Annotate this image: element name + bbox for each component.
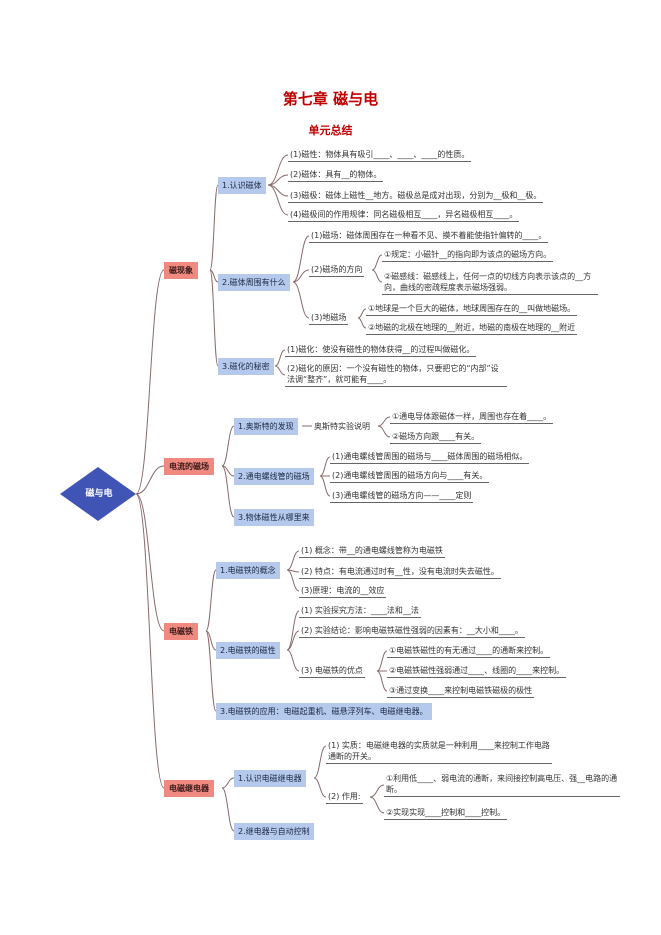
text-field-direction-current: ②磁场方向跟____有关。	[390, 430, 482, 444]
topic-relay-automatic-control: 2.继电器与自动控制	[234, 823, 314, 840]
topic-solenoid-field: 2.通电螺线管的磁场	[234, 468, 314, 485]
label-relay-function: (2) 作用:	[326, 790, 363, 804]
text-solenoid-direction: (2)通电螺线管周围的磁场方向与____有关。	[330, 469, 490, 483]
text-adv-strength: ②电磁铁磁性强弱通过____、线圈的____来控制。	[387, 664, 567, 678]
text-geomagnetic-poles: ②地磁的北极在地理的__附近，地磁的南极在地理的__附近	[366, 321, 578, 335]
label-em-advantages: (3) 电磁铁的优点	[299, 664, 365, 678]
text-magnetization-def: (1)磁化：使没有磁性的物体获得__的过程叫做磁化。	[285, 343, 477, 357]
text-current-field: ①通电导体跟磁体一样，周围也存在着____。	[390, 410, 554, 424]
branch-electromagnet: 电磁铁	[164, 623, 198, 640]
text-solenoid-similar: (1)通电螺线管周围的磁场与____磁体周围的磁场相似。	[330, 450, 530, 464]
text-em-principle: (3)原理：电流的__效应	[299, 584, 387, 598]
text-experiment-conclusion: (2) 实验结论：影响电磁铁磁性强弱的因素有：__大小和____。	[299, 624, 525, 638]
text-magnet-def: (2)磁体：具有__的物体。	[288, 168, 384, 182]
text-pole-interaction: (4)磁极间的作用规律：同名磁极相互____，异名磁极相互____。	[288, 208, 520, 222]
text-em-concept: (1) 概念：带__的通电螺线管称为电磁铁	[299, 544, 445, 558]
text-relay-essence: (1) 实质：电磁继电器的实质就是一种利用____来控制工作电路通断的开关。	[326, 739, 552, 764]
branch-relay: 电磁继电器	[164, 780, 214, 797]
topic-around-magnets: 2.磁体周围有什么	[218, 274, 290, 291]
topic-know-relay: 1.认识电磁继电器	[234, 770, 306, 787]
label-geomagnetic-field: (3)地磁场	[309, 311, 349, 325]
text-em-feature: (2) 特点：有电流通过时有__性，没有电流时失去磁性。	[299, 565, 501, 579]
text-magnetic-field: (1)磁场：磁体周围存在一种看不见、摸不着能使指针偏转的____。	[309, 229, 549, 243]
text-right-hand-rule: (3)通电螺线管的磁场方向——____定则	[330, 489, 474, 503]
text-magnetic-poles: (3)磁极：磁体上磁性__地方。磁极总是成对出现，分别为__极和__极。	[288, 189, 544, 203]
text-earth-magnet: ①地球是一个巨大的磁体，地球周围存在的__叫做地磁场。	[366, 302, 578, 316]
topic-source-of-magnetism: 3.物体磁性从哪里来	[234, 509, 314, 526]
label-field-direction: (2)磁场的方向	[309, 263, 365, 277]
text-experiment-method: (1) 实验探究方法：____法和__法	[299, 604, 421, 618]
text-direction-rule: ①规定：小磁针__的指向即为该点的磁场方向。	[382, 248, 554, 262]
text-relay-function-1: ①利用低____、弱电流的通断，来间接控制高电压、强__电路的通断。	[384, 772, 620, 797]
page-subtitle: 单元总结	[308, 124, 353, 137]
topic-oersted: 1.奥斯特的发现	[234, 418, 298, 435]
root-node-label: 磁与电	[85, 489, 113, 499]
text-magnetization-cause: (2)磁化的原因：一个没有磁性的物体，只要把它的“内部”设法调“整齐”，就可能有…	[285, 362, 507, 387]
root-diamond	[60, 467, 136, 521]
topic-em-applications: 3.电磁铁的应用：电磁起重机、磁悬浮列车、电磁继电器。	[216, 703, 432, 720]
topic-know-magnets: 1.认识磁体	[218, 177, 266, 194]
page-title: 第七章 磁与电	[282, 90, 379, 108]
text-relay-function-2: ②实现实现____控制和____控制。	[384, 806, 508, 820]
branch-current-field: 电流的磁场	[164, 458, 214, 475]
topic-em-magnetism: 2.电磁铁的磁性	[216, 642, 280, 659]
text-magnetism: (1)磁性：物体具有吸引____、____、____的性质。	[288, 148, 472, 162]
topic-electromagnet-concept: 1.电磁铁的概念	[216, 562, 280, 579]
label-oersted-experiment: 奥斯特实验说明	[314, 422, 370, 431]
text-adv-on-off: ①电磁铁磁性的有无通过____的通断来控制。	[387, 644, 551, 658]
branch-magnetic-phenomenon: 磁现象	[164, 262, 198, 279]
text-field-lines: ②磁感线：磁感线上，任何一点的切线方向表示该点的__方向，曲线的密疏程度表示磁场…	[382, 270, 598, 295]
topic-magnetization: 3.磁化的秘密	[218, 358, 274, 375]
text-adv-polarity: ③通过变换____来控制电磁铁磁极的极性	[387, 684, 535, 698]
